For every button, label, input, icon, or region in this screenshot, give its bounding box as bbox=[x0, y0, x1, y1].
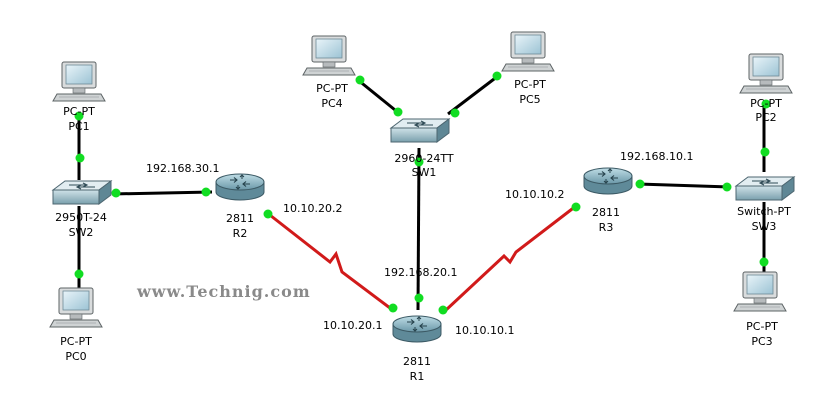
pc4-model-label: PC-PT bbox=[316, 82, 348, 95]
pc5-model-label: PC-PT bbox=[514, 78, 546, 91]
port-dot bbox=[635, 179, 645, 189]
r3-name-label: R3 bbox=[599, 221, 614, 234]
sw2-switch-icon[interactable] bbox=[52, 180, 112, 205]
sw3-switch-icon[interactable] bbox=[735, 176, 795, 201]
port-dot bbox=[414, 157, 424, 167]
port-dot bbox=[759, 257, 769, 267]
sw1-name-label: SW1 bbox=[412, 166, 437, 179]
port-dot bbox=[414, 293, 424, 303]
port-dot bbox=[355, 75, 365, 85]
pc5-icon[interactable] bbox=[501, 31, 555, 72]
pc3-name-label: PC3 bbox=[751, 335, 772, 348]
port-dot bbox=[393, 107, 403, 117]
link-pc5-sw1 bbox=[447, 74, 499, 116]
pc1-name-label: PC1 bbox=[68, 120, 89, 133]
pc4-icon[interactable] bbox=[302, 35, 356, 76]
port-dot bbox=[263, 209, 273, 219]
r1-serial-r3-ip-label: 10.10.10.1 bbox=[455, 324, 514, 337]
pc3-icon[interactable] bbox=[733, 271, 787, 312]
pc2-icon[interactable] bbox=[739, 53, 793, 94]
serial-links bbox=[265, 204, 577, 312]
pc2-model-label: PC-PT bbox=[750, 97, 782, 110]
port-dot bbox=[450, 108, 460, 118]
port-dot bbox=[388, 303, 398, 313]
watermark-text: www.Technig.com bbox=[136, 282, 311, 301]
port-dot bbox=[492, 71, 502, 81]
pc0-name-label: PC0 bbox=[65, 350, 86, 363]
r1-serial-r2-ip-label: 10.10.20.1 bbox=[323, 319, 382, 332]
port-dot bbox=[760, 147, 770, 157]
pc2-name-label: PC2 bbox=[755, 111, 776, 124]
link-sw1-r1 bbox=[416, 147, 421, 311]
link-sw2-r2 bbox=[111, 190, 213, 196]
port-dot bbox=[722, 182, 732, 192]
port-indicators bbox=[74, 71, 771, 315]
r1-model-label: 2811 bbox=[403, 355, 431, 368]
link-pc4-sw1 bbox=[357, 78, 401, 116]
link-r2-r1-serial bbox=[265, 210, 391, 310]
port-dot bbox=[74, 269, 84, 279]
sw2-model-label: 2950T-24 bbox=[55, 211, 107, 224]
r3-serial-ip-label: 10.10.10.2 bbox=[505, 188, 564, 201]
pc4-name-label: PC4 bbox=[321, 97, 342, 110]
port-dot bbox=[75, 153, 85, 163]
r2-serial-ip-label: 10.10.20.2 bbox=[283, 202, 342, 215]
pc1-model-label: PC-PT bbox=[63, 105, 95, 118]
port-dot bbox=[761, 99, 771, 109]
pc1-icon[interactable] bbox=[52, 61, 106, 102]
sw3-name-label: SW3 bbox=[752, 220, 777, 233]
r1-lan-ip-label: 192.168.20.1 bbox=[384, 266, 457, 279]
r2-name-label: R2 bbox=[233, 227, 248, 240]
sw2-name-label: SW2 bbox=[69, 226, 94, 239]
ip-labels: 192.168.30.1 10.10.20.2 192.168.10.1 10.… bbox=[146, 150, 693, 337]
port-dot bbox=[438, 305, 448, 315]
r2-model-label: 2811 bbox=[226, 212, 254, 225]
link-r3-sw3 bbox=[637, 182, 731, 189]
r2-router-icon[interactable] bbox=[215, 173, 265, 201]
pc5-name-label: PC5 bbox=[519, 93, 540, 106]
r1-router-icon[interactable] bbox=[392, 315, 442, 343]
sw1-switch-icon[interactable] bbox=[390, 118, 450, 143]
pc0-icon[interactable] bbox=[49, 287, 103, 328]
pc0-model-label: PC-PT bbox=[60, 335, 92, 348]
port-dot bbox=[571, 202, 581, 212]
ethernet-links bbox=[77, 74, 766, 311]
link-r3-r1-serial bbox=[444, 204, 577, 312]
r3-model-label: 2811 bbox=[592, 206, 620, 219]
port-dot bbox=[111, 188, 121, 198]
r2-lan-ip-label: 192.168.30.1 bbox=[146, 162, 219, 175]
port-dot bbox=[74, 111, 84, 121]
r3-lan-ip-label: 192.168.10.1 bbox=[620, 150, 693, 163]
r1-name-label: R1 bbox=[410, 370, 425, 383]
port-dot bbox=[201, 187, 211, 197]
r3-router-icon[interactable] bbox=[583, 167, 633, 195]
sw3-model-label: Switch-PT bbox=[737, 205, 791, 218]
sw1-model-label: 2960-24TT bbox=[394, 152, 453, 165]
device-labels: PC-PT PC1 PC-PT PC0 PC-PT PC4 PC-PT PC5 … bbox=[55, 78, 791, 383]
pc3-model-label: PC-PT bbox=[746, 320, 778, 333]
